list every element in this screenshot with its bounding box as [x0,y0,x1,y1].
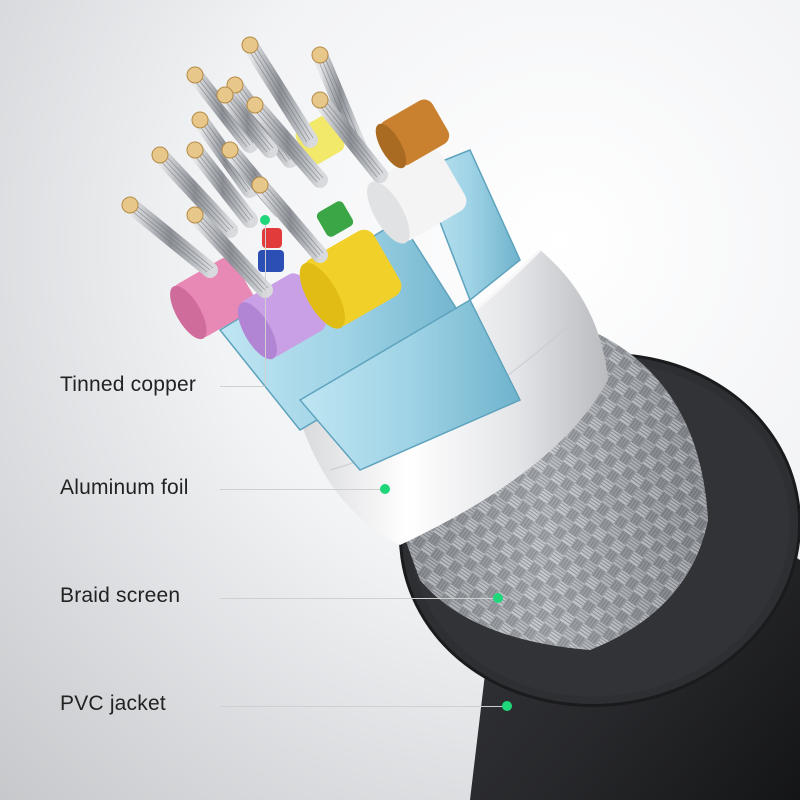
copper-strand-detail [194,214,266,291]
colored-wires [170,99,467,360]
copper-strand-detail [322,97,384,174]
copper-strand-detail [191,216,263,293]
copper-strand-tip [186,141,204,159]
copper-strand-detail [197,147,254,219]
copper-strand-tip [151,146,169,164]
copper-strand-detail [316,101,378,178]
copper-strand-detail [227,92,274,149]
copper-strand-detail [196,121,248,193]
copper-strand-detail [254,104,321,181]
copper-strand-tip [216,86,234,104]
copper-strand-detail [319,99,381,176]
copper-strand-tip [311,91,329,109]
copper-strand-detail [191,76,248,148]
copper-strand-detail [256,186,318,258]
copper-strand-detail [257,102,324,179]
copper-strand-detail [159,154,231,231]
copper-strand-detail [262,182,324,254]
copper-strand-detail [126,206,208,273]
copper-strand-detail [221,96,268,153]
copper-strand-detail [322,52,364,149]
copper-strand-detail [194,74,251,146]
copper-strand-detail [251,106,318,183]
tinned-copper-leader-vertical [265,220,266,386]
copper-strand-detail [246,46,308,143]
braid-screen-marker [493,593,503,603]
tinned-copper-leader [220,386,265,387]
pvc-jacket-label: PVC jacket [60,692,166,715]
copper-strand-detail [224,94,271,151]
copper-strand-detail [259,184,321,256]
copper-strand-tip [221,141,239,159]
copper-strand-detail [191,151,248,223]
braid-screen-shape [380,330,708,650]
aluminum-foil-leader [220,489,385,490]
copper-strand-detail [249,44,311,141]
copper-strand-tip [191,111,209,129]
copper-strand-detail [252,42,314,139]
copper-strand-detail [129,204,211,271]
copper-strand-tip [241,36,259,54]
copper-strand-detail [156,156,228,233]
tinned-copper-marker [260,215,270,225]
pvc-jacket-leader [220,706,507,707]
copper-strand-tip [186,206,204,224]
copper-strand-tip [251,176,269,194]
aluminum-foil-label: Aluminum foil [60,476,189,499]
copper-strand-tip [311,46,329,64]
copper-strand-detail [132,202,214,269]
tinned-copper-strands [121,36,388,298]
aluminum-foil-marker [380,484,390,494]
copper-strand-tip [121,196,139,214]
copper-strand-tip [186,66,204,84]
copper-strand-detail [197,212,269,289]
copper-strand-tip [246,96,264,114]
tinned-copper-label: Tinned copper [60,373,197,396]
pvc-jacket-marker [502,701,512,711]
braid-screen-leader [220,598,498,599]
copper-strand-detail [194,149,251,221]
braid-screen-label: Braid screen [60,584,181,607]
copper-strand-detail [162,152,234,229]
